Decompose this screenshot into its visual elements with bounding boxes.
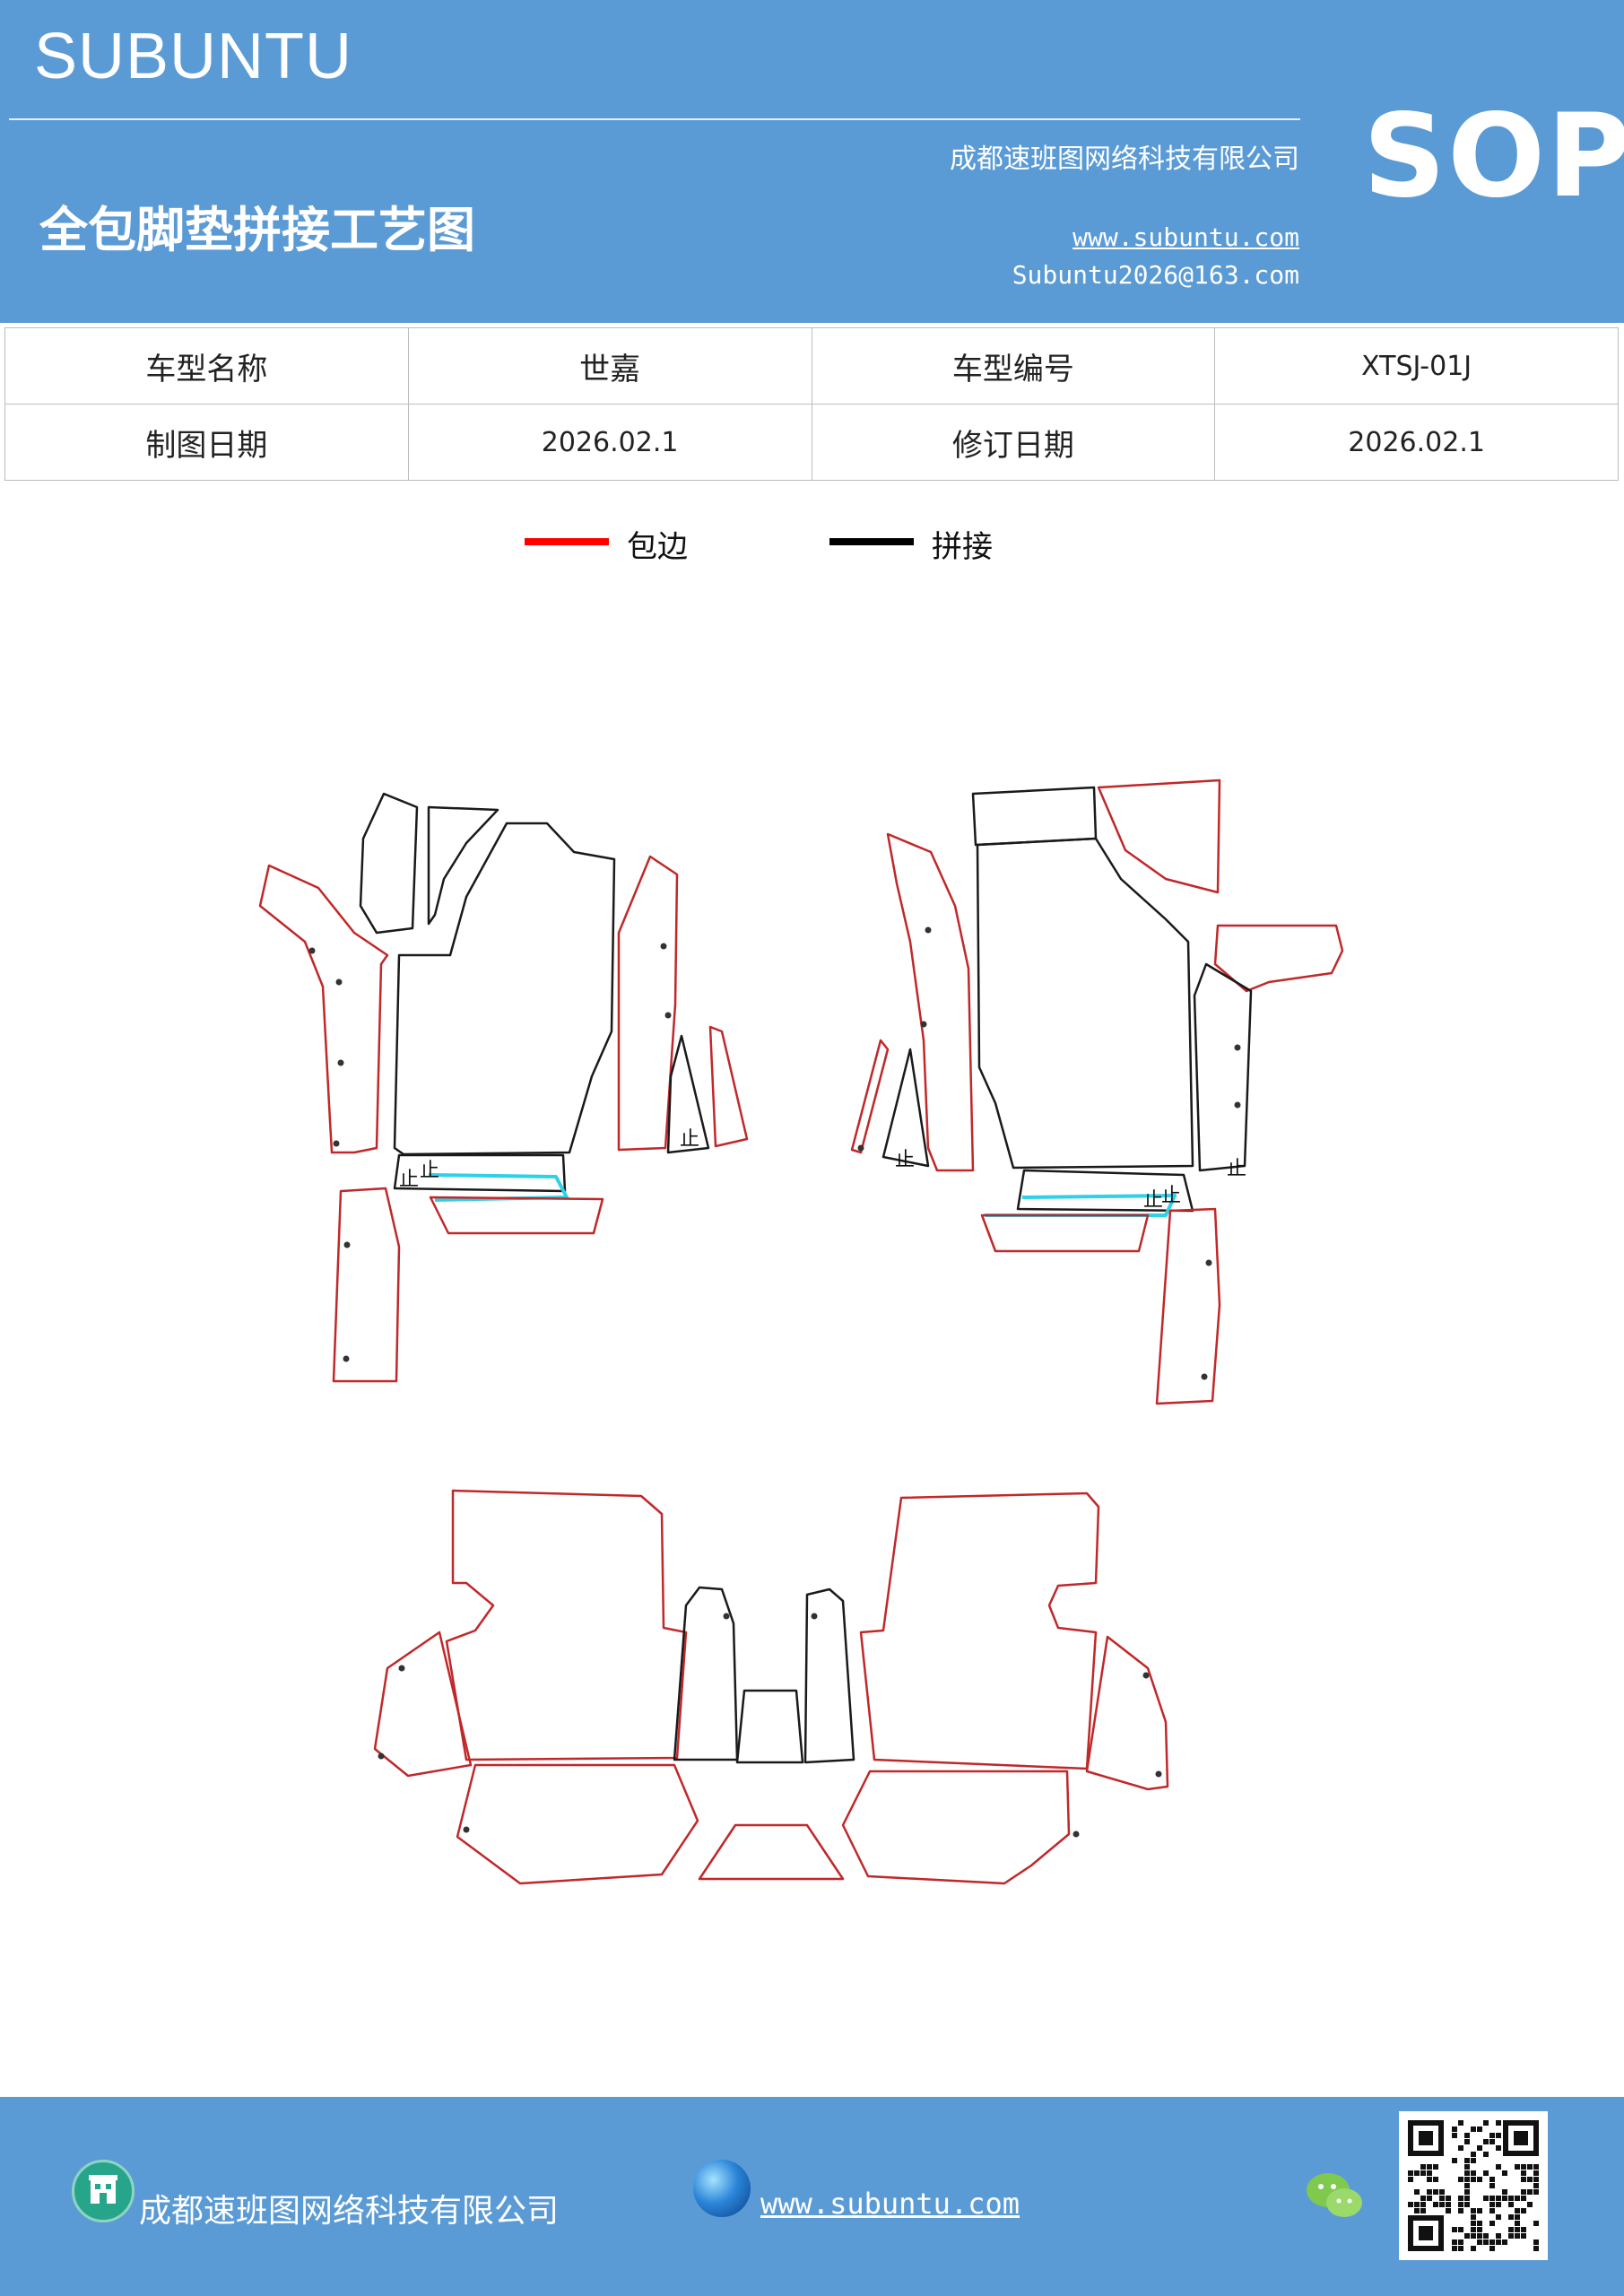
legend-swatch-black: [829, 538, 914, 545]
right-side-flap: [1213, 924, 1344, 993]
right-lower-strip: [1155, 1207, 1221, 1405]
stop-mark: 止: [1161, 1185, 1181, 1207]
right-top-strip: [971, 786, 1098, 847]
left-main-panel: [393, 822, 616, 1156]
document-title: 全包脚垫拼接工艺图: [39, 201, 475, 258]
globe-icon: [693, 2160, 751, 2217]
legend-label-edge: 包边: [627, 529, 688, 565]
left-front-mat-group: [258, 792, 749, 1383]
rear-mat-group: [373, 1489, 1169, 1885]
rear-right-seat-panel: [859, 1492, 1100, 1770]
footer-company-name: 成都速班图网络科技有限公司: [139, 2193, 560, 2230]
table-row: 制图日期 2026.02.1 修订日期 2026.02.1: [4, 404, 1619, 481]
building-icon: [72, 2160, 135, 2222]
header-band: SUBUNTU 成都速班图网络科技有限公司 全包脚垫拼接工艺图 www.subu…: [0, 0, 1624, 323]
stop-mark: 止: [399, 1169, 419, 1191]
right-pedal-strip: [850, 1039, 890, 1154]
right-top-corner: [1097, 778, 1221, 894]
vehicle-info-table: 车型名称 世嘉 车型编号 XTSJ-01J 制图日期 2026.02.1 修订日…: [4, 327, 1619, 481]
rear-right-tunnel: [803, 1587, 855, 1764]
rear-left-front-pad: [456, 1763, 699, 1885]
stop-mark: 止: [1143, 1189, 1163, 1212]
wechat-icon[interactable]: [1303, 2169, 1368, 2222]
website-link[interactable]: www.subuntu.com: [1073, 222, 1299, 252]
rear-center-pad: [698, 1823, 845, 1881]
value-draw-date: 2026.02.1: [407, 404, 812, 481]
left-pedal-strip: [708, 1025, 749, 1148]
marker-dots: [308, 926, 1241, 1838]
left-side-panel: [258, 864, 389, 1154]
legend-swatch-red: [525, 538, 609, 545]
value-model-code: XTSJ-01J: [1214, 327, 1619, 404]
left-top-piece-a: [359, 792, 419, 935]
legend: 包边 拼接: [525, 520, 1152, 574]
left-heel-pad: [429, 1196, 604, 1235]
right-front-mat-group: [850, 778, 1344, 1405]
header-divider: [9, 118, 1300, 120]
right-side-panel: [886, 832, 975, 1172]
company-name: 成都速班图网络科技有限公司: [950, 144, 1299, 175]
label-revision-date: 修订日期: [811, 404, 1216, 481]
rear-right-side-flap: [1085, 1635, 1169, 1791]
stop-mark: 止: [895, 1149, 915, 1171]
rear-left-tunnel: [673, 1586, 739, 1761]
rear-left-side-flap: [373, 1631, 473, 1778]
right-heel-pad: [980, 1213, 1150, 1253]
sop-badge: SOP: [1363, 90, 1624, 223]
rear-right-front-pad: [841, 1770, 1071, 1885]
label-model-name: 车型名称: [4, 327, 409, 404]
rear-center-tunnel: [735, 1689, 804, 1764]
stop-mark: 止: [1227, 1158, 1246, 1180]
left-pedal-piece: [666, 1034, 710, 1154]
rear-left-seat-panel: [445, 1489, 688, 1761]
left-top-piece-b: [427, 805, 499, 926]
qr-code[interactable]: [1399, 2111, 1548, 2260]
footer-band: 成都速班图网络科技有限公司 www.subuntu.com: [0, 2097, 1624, 2296]
right-tunnel-piece: [1193, 962, 1253, 1172]
left-tunnel-piece: [617, 855, 679, 1152]
left-lower-strip: [332, 1187, 401, 1383]
brand-logo-text: SUBUNTU: [34, 21, 353, 92]
label-model-code: 车型编号: [811, 327, 1216, 404]
right-pedal-piece: [881, 1048, 930, 1168]
right-main-panel: [976, 837, 1194, 1170]
label-draw-date: 制图日期: [4, 404, 409, 481]
table-row: 车型名称 世嘉 车型编号 XTSJ-01J: [4, 327, 1619, 404]
legend-label-seam: 拼接: [932, 529, 993, 565]
stop-mark: 止: [680, 1128, 699, 1151]
left-cyan-seam: [428, 1173, 569, 1202]
email-address[interactable]: Subuntu2026@163.com: [1012, 260, 1299, 290]
value-model-name: 世嘉: [407, 327, 812, 404]
stop-mark: 止: [420, 1160, 439, 1182]
footer-website-link[interactable]: www.subuntu.com: [760, 2187, 1020, 2221]
value-revision-date: 2026.02.1: [1214, 404, 1619, 481]
